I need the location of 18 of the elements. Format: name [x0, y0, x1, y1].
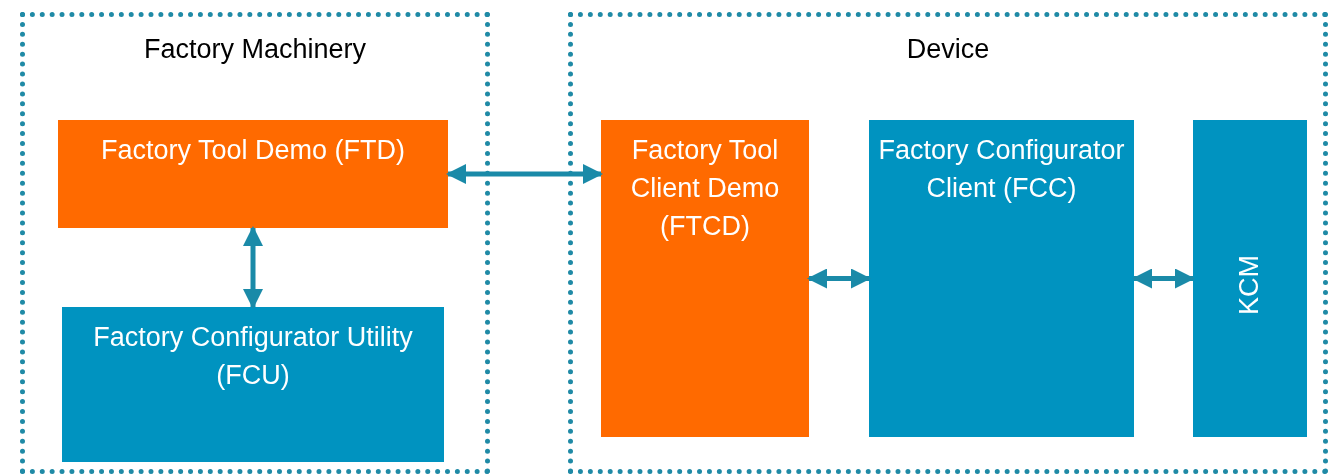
- double-arrow: [1132, 268, 1195, 289]
- box-label: Factory Configurator Utility (FCU): [92, 321, 414, 392]
- double-arrow: [243, 226, 263, 309]
- double-arrow: [446, 164, 603, 184]
- box-label: Factory Tool Demo (FTD): [100, 134, 406, 167]
- process-box: [601, 120, 809, 437]
- group-title: Factory Machinery: [143, 33, 367, 66]
- box-label: Factory Configurator Client (FCC): [877, 134, 1126, 205]
- dotted-group-frame: [20, 12, 490, 474]
- group-title: Device: [906, 33, 990, 66]
- process-box: [869, 120, 1134, 437]
- box-label: KCM: [1233, 254, 1266, 315]
- process-box: [62, 307, 444, 462]
- box-label: Factory Tool Client Demo (FTCD): [629, 134, 781, 243]
- process-box: [58, 120, 448, 228]
- double-arrow: [807, 268, 871, 289]
- process-box: [1193, 120, 1307, 437]
- dotted-group-frame: [568, 12, 1328, 474]
